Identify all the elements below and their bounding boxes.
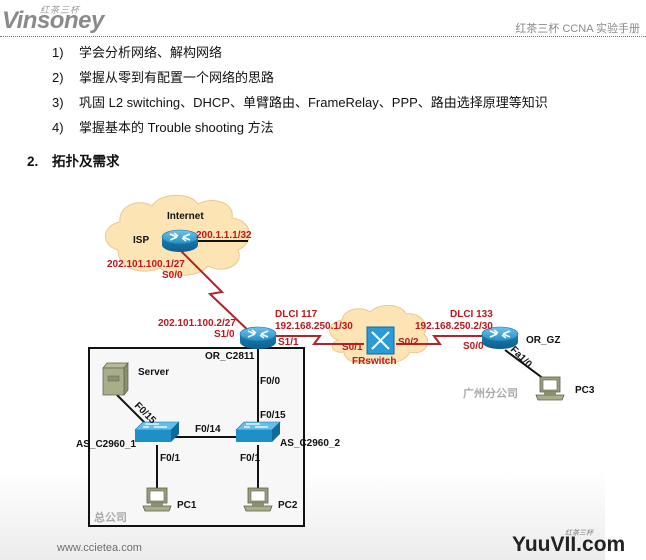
as-c2960-2-switch-icon xyxy=(235,421,281,443)
isp-s00-label: S0/0 xyxy=(162,270,183,281)
pc3-label: PC3 xyxy=(575,385,595,396)
as1-f014-label: F0/14 xyxy=(195,424,221,435)
document-title: 红茶三杯 CCNA 实验手册 xyxy=(515,23,640,35)
or-gz-label: OR_GZ xyxy=(526,335,560,346)
as-c2960-1-label: AS_C2960_1 xyxy=(76,439,136,450)
section-heading: 2.拓扑及需求 xyxy=(27,154,120,169)
footer-url: www.ccietea.com xyxy=(57,542,142,554)
objective-item: 1)学会分析网络、解构网络 xyxy=(52,45,223,60)
isp-label: ISP xyxy=(133,235,149,246)
c2811-s10-label: S1/0 xyxy=(214,329,235,340)
as2-f015-label: F0/15 xyxy=(260,410,286,421)
objective-item: 2)掌握从零到有配置一个网络的思路 xyxy=(52,70,275,85)
pc2-label: PC2 xyxy=(278,500,298,511)
logo-subtitle: 红茶三杯 xyxy=(40,5,81,15)
as-c2960-1-switch-icon xyxy=(134,421,180,443)
c2811-s10-ip: 202.101.100.2/27 xyxy=(158,318,236,329)
gz-dlci: DLCI 133 xyxy=(450,309,493,320)
footer-watermark: YuuVII.com xyxy=(512,533,626,556)
c2811-dlci: DLCI 117 xyxy=(275,309,318,320)
hq-area-label: 总公司 xyxy=(94,510,127,524)
footer-brand-subtitle: 红茶三杯 xyxy=(565,530,593,537)
pc1-icon xyxy=(142,487,172,512)
gz-s00-label: S0/0 xyxy=(463,341,484,352)
gz-s00-ip: 192.168.250.2/30 xyxy=(415,321,493,332)
header-divider xyxy=(0,36,646,37)
as2-f01-label: F0/1 xyxy=(240,453,260,464)
gz-area-label: 广州分公司 xyxy=(463,386,518,400)
c2811-f00-label: F0/0 xyxy=(260,376,280,387)
frswitch-icon xyxy=(366,326,395,355)
serial-link-isp-c2811 xyxy=(179,249,253,335)
pc1-label: PC1 xyxy=(177,500,197,511)
as1-f01-label: F0/1 xyxy=(160,453,180,464)
frswitch-label: FRswitch xyxy=(352,356,396,367)
serial-link-c2811-fr xyxy=(275,335,364,345)
or-c2811-router-icon xyxy=(239,326,277,350)
gz-fa10-label: Fa1/0 xyxy=(508,344,534,370)
page-header: Vinsoney 红茶三杯 红茶三杯 CCNA 实验手册 xyxy=(0,0,646,38)
c2811-s11-label: S1/1 xyxy=(278,337,299,348)
or-c2811-label: OR_C2811 xyxy=(205,351,255,362)
fr-s01-label: S0/1 xyxy=(342,342,363,353)
pc3-icon xyxy=(535,376,565,401)
internet-label: Internet xyxy=(167,211,204,222)
objective-item: 3)巩固 L2 switching、DHCP、单臂路由、FrameRelay、P… xyxy=(52,95,548,110)
network-topology: Internet ISP OR_C2811 OR_GZ Server AS_C2… xyxy=(76,194,595,527)
isp-loopback-ip: 200.1.1.1/32 xyxy=(196,230,252,241)
as-c2960-2-label: AS_C2960_2 xyxy=(280,438,340,449)
logo: Vinsoney xyxy=(2,7,104,34)
server-label: Server xyxy=(138,367,169,378)
server-icon xyxy=(102,362,129,396)
isp-router-icon xyxy=(161,229,199,253)
fr-s02-label: S0/2 xyxy=(398,337,419,348)
objective-item: 4)掌握基本的 Trouble shooting 方法 xyxy=(52,120,274,135)
isp-s00-ip: 202.101.100.1/27 xyxy=(107,259,185,270)
c2811-s11-ip: 192.168.250.1/30 xyxy=(275,321,353,332)
serial-link-fr-gz xyxy=(396,335,486,345)
pc2-icon xyxy=(243,487,273,512)
objectives-list: 1)学会分析网络、解构网络 2)掌握从零到有配置一个网络的思路 3)巩固 L2 … xyxy=(52,40,548,140)
